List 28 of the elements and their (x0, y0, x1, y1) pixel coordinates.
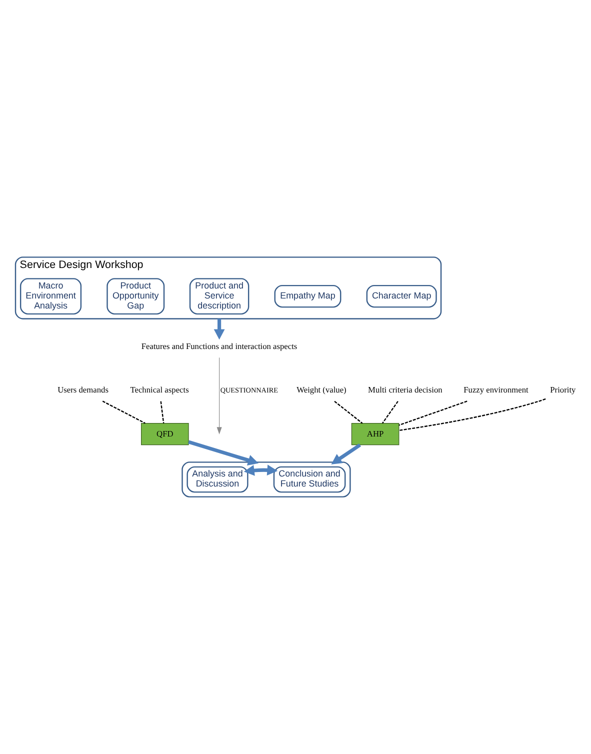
arrow (244, 464, 278, 476)
node-box: AHP (351, 423, 400, 446)
node-text: Features and Functions and interaction aspects (141, 342, 298, 352)
node-box: Product and Service description (189, 278, 250, 315)
arrow (331, 443, 362, 464)
arrow (188, 440, 259, 466)
node-text: Priority (550, 386, 576, 395)
node-box: Analysis and Discussion (186, 466, 248, 493)
connector (334, 400, 363, 424)
connector (398, 398, 546, 431)
connector (160, 401, 164, 424)
arrow (216, 357, 222, 434)
node-text: Weight (value) (296, 386, 346, 395)
node-text: Users demands (58, 386, 108, 395)
node-text: Technical aspects (130, 386, 189, 395)
connector (398, 400, 468, 426)
node-box: Empathy Map (274, 284, 342, 308)
cluster (182, 462, 351, 498)
node-box: Character Map (366, 284, 437, 308)
node-box: Conclusion and Future Studies (273, 466, 346, 493)
arrow (214, 318, 225, 340)
node-box: QFD (141, 423, 189, 446)
node-box: Product Opportunity Gap (106, 278, 165, 315)
connector (382, 400, 398, 424)
connector (102, 400, 146, 424)
node-box: Macro Environment Analysis (20, 278, 82, 315)
node-text: Multi criteria decision (368, 386, 442, 395)
node-text: Fuzzy environment (464, 386, 528, 395)
